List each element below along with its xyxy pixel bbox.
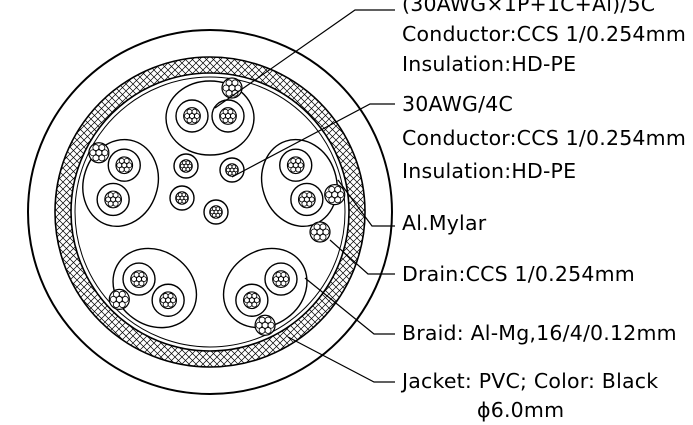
pair-conductor [235,283,269,317]
label-braid: Braid: Al-Mg,16/4/0.12mm [402,321,677,345]
quad-conductor-1 [173,153,199,179]
pair-conductor [96,182,130,217]
pair-conductor [211,99,245,133]
label-mylar: Al.Mylar [402,211,487,235]
label-pair-insulation: Insulation:HD-PE [402,52,577,76]
pair-conductor [290,182,324,217]
group-drain-core [108,288,130,310]
label-pair-spec: (30AWG×1P+1C+Al)/5C [402,0,656,16]
pair-conductor [107,148,141,182]
label-quad-conductor: Conductor:CCS 1/0.254mm [402,126,687,150]
pair-conductor [151,283,185,317]
pair-group-5 [82,138,160,228]
group-drain-core [88,142,110,164]
pair-conductor [175,99,209,133]
group-drain-core [221,77,243,99]
leader-pair [214,9,395,109]
pair-shield [165,80,255,156]
label-quad-spec: 30AWG/4C [402,92,514,116]
pair-group-3 [222,247,308,336]
pair-group-4 [108,247,198,329]
leader-drain [329,239,395,275]
leader-quad [231,103,395,178]
pair-conductor [264,262,298,296]
label-jacket: Jacket: PVC; Color: Black [402,369,659,393]
drain-conductor [309,221,331,243]
shielded-pair-groups [82,77,346,336]
quad-conductor-2 [219,157,245,183]
quad-conductor-3 [169,185,195,211]
core-boundary [74,76,346,348]
label-pair-conductor: Conductor:CCS 1/0.254mm [402,22,687,46]
group-drain-core [324,184,346,206]
leader-jacket [287,336,395,383]
quad-conductor-4 [203,199,229,225]
leader-braid [304,277,395,335]
label-drain: Drain:CCS 1/0.254mm [402,262,635,286]
pair-group-2 [260,138,346,228]
leader-mylar [337,179,395,227]
pair-group-1 [165,77,255,156]
quad-core-group [169,153,245,225]
label-diameter: ϕ6.0mm [477,398,565,422]
label-quad-insulation: Insulation:HD-PE [402,159,577,183]
pair-conductor [279,148,313,182]
pair-conductor [122,262,156,296]
group-drain-core [254,314,276,336]
drain-wire [309,221,331,243]
